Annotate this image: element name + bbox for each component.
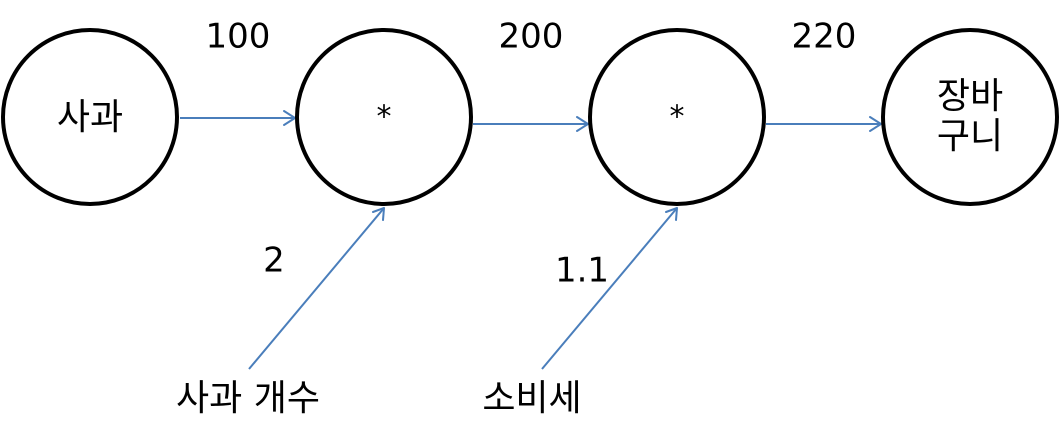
node-multiply-2: * xyxy=(588,28,766,206)
node-apple: 사과 xyxy=(1,28,179,206)
value-multiply-2-to-basket: 220 xyxy=(792,17,857,57)
node-apple-label: 사과 xyxy=(57,97,123,138)
arrowhead-multiply-1-to-multiply-2 xyxy=(576,116,589,132)
node-basket-label-line-2: 구니 xyxy=(937,116,1003,157)
edge-values: 100 200 220 2 1.1 xyxy=(206,17,857,291)
node-multiply-2-label: * xyxy=(670,100,685,135)
value-tax-to-multiply-2: 1.1 xyxy=(555,251,609,291)
node-basket-circle xyxy=(881,28,1059,206)
node-apple-circle xyxy=(1,28,179,206)
value-apple-count-to-multiply-1: 2 xyxy=(263,241,285,281)
node-basket-label-line-1: 장바 xyxy=(937,76,1003,117)
node-basket: 장바 구니 xyxy=(881,28,1059,206)
input-labels: 사과 개수 소비세 xyxy=(176,378,582,419)
arrowhead-apple-count-to-multiply-1 xyxy=(372,207,385,221)
arrowhead-apple-to-multiply-1 xyxy=(283,110,296,126)
node-multiply-1: * xyxy=(295,28,473,206)
edge-apple-count-to-multiply-1 xyxy=(248,207,385,370)
input-label-apple-count: 사과 개수 xyxy=(176,378,320,419)
value-apple-to-multiply-1: 100 xyxy=(206,17,271,57)
input-label-tax: 소비세 xyxy=(482,378,581,419)
arrowhead-multiply-2-to-basket xyxy=(869,116,882,132)
node-multiply-2-circle xyxy=(588,28,766,206)
value-multiply-1-to-multiply-2: 200 xyxy=(499,17,564,57)
edges xyxy=(180,110,882,370)
node-multiply-1-circle xyxy=(295,28,473,206)
arrowhead-tax-to-multiply-2 xyxy=(665,207,678,221)
node-multiply-1-label: * xyxy=(377,100,392,135)
edge-tax-to-multiply-2 xyxy=(541,207,678,370)
